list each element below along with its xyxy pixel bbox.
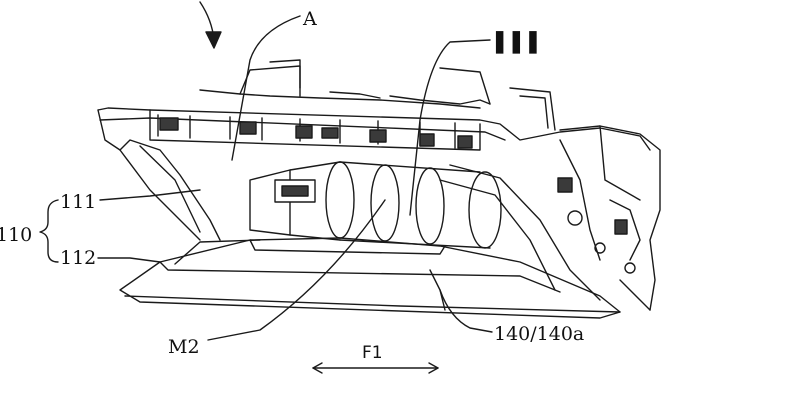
cylinder-module [249, 161, 502, 249]
label-m2: M2 [168, 336, 200, 358]
view-direction-arrow [199, 1, 222, 49]
label-140-140a: 140/140a [494, 323, 585, 345]
right-bracket-structure [557, 125, 661, 311]
label-110: 110 [0, 224, 33, 246]
right-support-rail [439, 164, 601, 301]
label-112: 112 [60, 247, 97, 269]
label-111: 111 [60, 191, 97, 213]
label-top-reference: ▌▌▌ [496, 32, 546, 54]
left-side-panel [97, 109, 221, 241]
label-f1: F1 [362, 343, 383, 363]
f1-direction-arrow [312, 362, 439, 374]
upper-frame [97, 59, 651, 151]
label-a: A [303, 8, 317, 30]
leader-lines [39, 15, 493, 341]
tray-drawer [119, 237, 621, 319]
